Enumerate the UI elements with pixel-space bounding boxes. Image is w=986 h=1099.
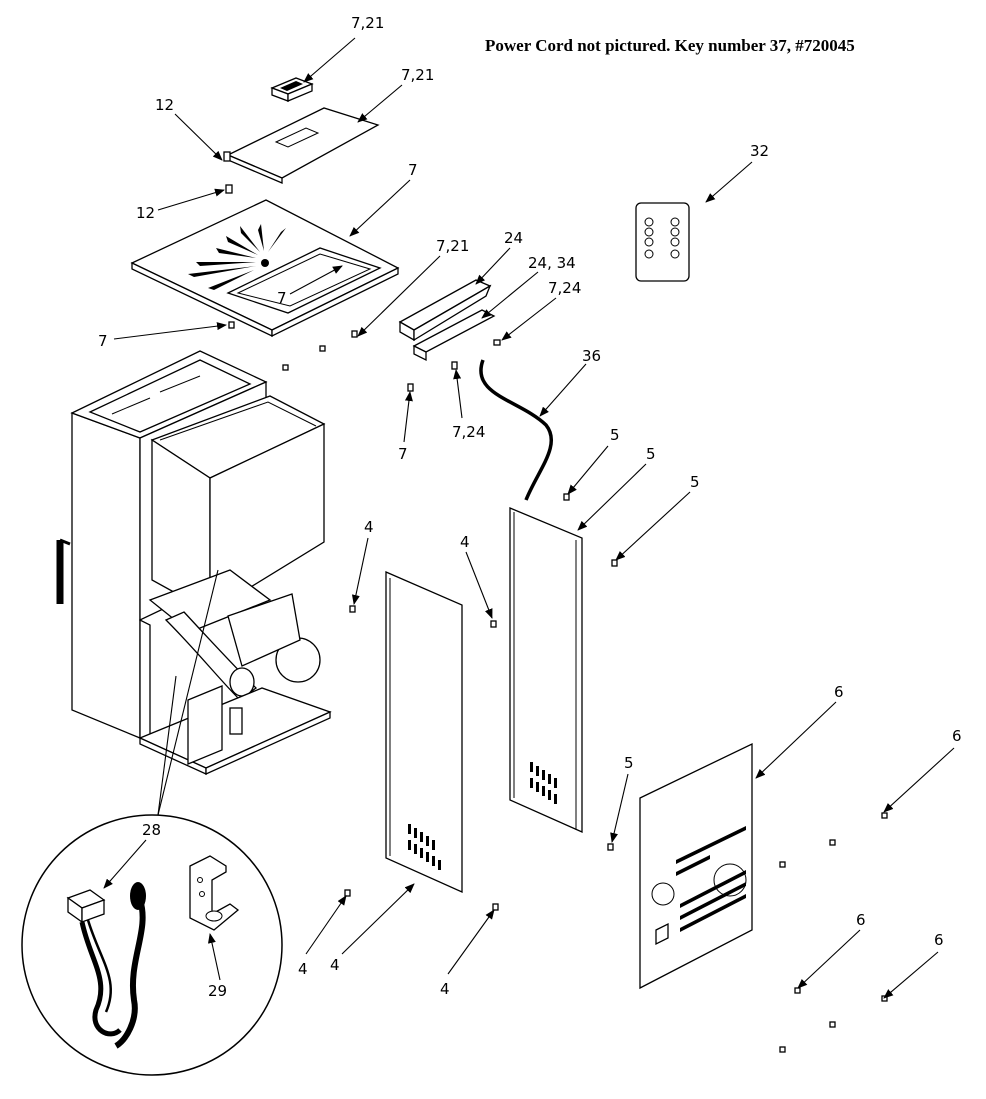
bracket-part-24-34 [412,309,496,362]
callout-label: 4 [298,960,308,978]
callout-label: 4 [330,956,340,974]
bracket-part-24 [398,279,492,342]
callout-label: 7,21 [351,14,384,32]
stove-body [56,350,332,776]
leader-lines [103,37,955,999]
callout-label: 7 [98,332,108,350]
screw-part-12a [223,151,231,162]
callout-label: 6 [952,727,962,745]
control-switch-part [270,77,314,102]
callout-label: 24, 34 [528,254,576,272]
callout-label: 28 [142,821,161,839]
callout-label: 7 [408,161,418,179]
callout-label: 36 [582,347,601,365]
callout-label: 6 [934,931,944,949]
side-panel-5 [509,507,583,834]
back-panel-6 [639,742,753,990]
callout-label: 12 [155,96,174,114]
callout-label: 24 [504,229,523,247]
callout-label: 4 [364,518,374,536]
callout-label: 29 [208,982,227,1000]
callout-label: 32 [750,142,769,160]
power-cord-note: Power Cord not pictured. Key number 37, … [485,36,855,55]
detail-inset [21,814,283,1076]
callout-labels: 7,21 7,21 12 12 7 7 7 7,21 24 24, 34 7,2… [98,14,962,1000]
callout-label: 7,24 [548,279,581,297]
small-screws [228,321,888,1053]
callout-label: 5 [646,445,656,463]
side-panel-4 [385,571,463,894]
callout-label: 7,21 [436,237,469,255]
callout-label: 7 [398,445,408,463]
callout-label: 7 [277,289,287,307]
cable-part-36 [479,359,553,501]
top-cover-plate [226,107,380,184]
callout-label: 7,21 [401,66,434,84]
remote-control-part [635,202,690,282]
top-panel [130,199,400,338]
callout-label: 12 [136,204,155,222]
callout-label: 5 [610,426,620,444]
callout-label: 6 [834,683,844,701]
callout-label: 4 [460,533,470,551]
screw-part-12b [225,184,233,194]
callout-label: 6 [856,911,866,929]
callout-label: 5 [624,754,634,772]
callout-label: 4 [440,980,450,998]
callout-label: 5 [690,473,700,491]
callout-label: 7,24 [452,423,485,441]
